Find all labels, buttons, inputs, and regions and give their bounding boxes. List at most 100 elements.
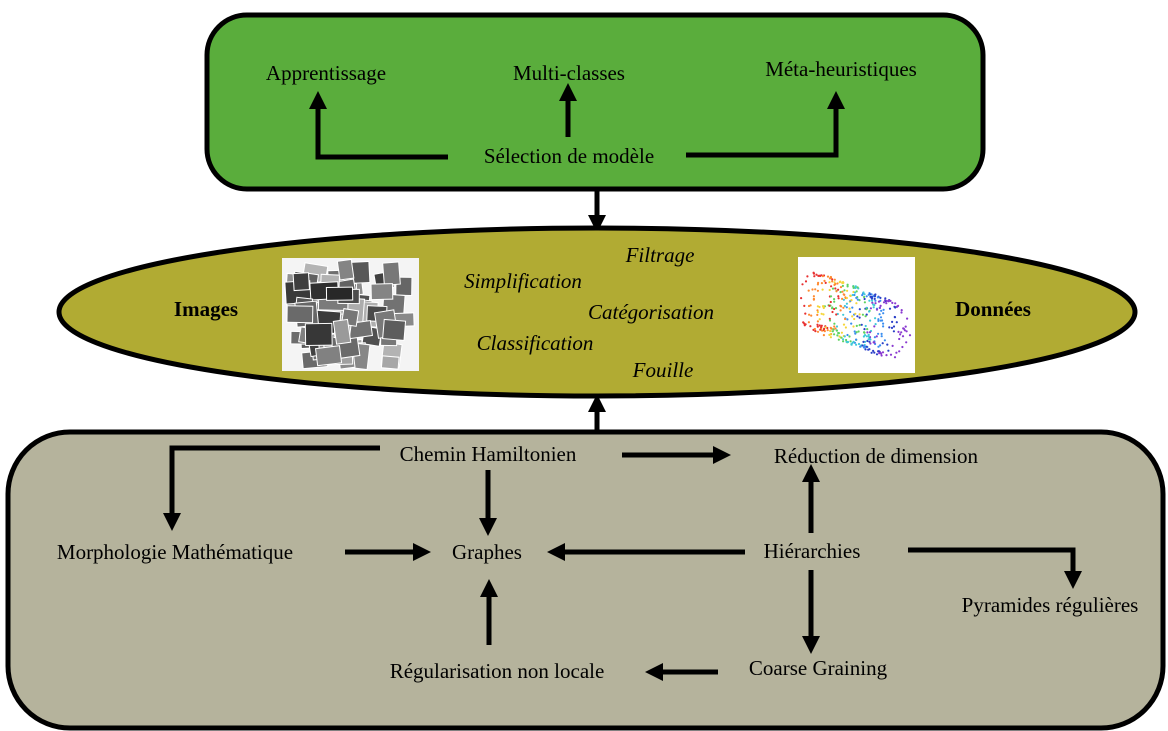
- point-cloud-dot: [829, 336, 833, 339]
- point-cloud-dot: [823, 279, 826, 282]
- point-cloud-dot: [831, 278, 834, 281]
- point-cloud-dot: [835, 290, 838, 293]
- point-cloud-dot: [838, 281, 841, 284]
- point-cloud-dot: [862, 291, 865, 294]
- point-cloud-dot: [819, 274, 822, 278]
- point-cloud-dot: [863, 331, 866, 334]
- point-cloud-dot: [877, 345, 880, 348]
- point-cloud-dot: [809, 325, 812, 328]
- point-cloud-dot: [890, 326, 894, 329]
- image-collage-thumbnail: [282, 258, 419, 371]
- point-cloud-dot: [823, 330, 826, 333]
- point-cloud-dot: [821, 275, 825, 278]
- point-cloud-dot: [863, 297, 866, 301]
- point-cloud-dot: [846, 318, 849, 321]
- point-cloud-dot: [828, 288, 831, 292]
- point-cloud-dot: [816, 313, 819, 316]
- point-cloud-dot: [842, 323, 846, 326]
- point-cloud-dot: [841, 297, 844, 300]
- point-cloud-dot: [896, 305, 899, 308]
- point-cloud-dot: [846, 285, 849, 288]
- point-cloud-dot: [894, 302, 897, 305]
- coarse-graining-label: Coarse Graining: [749, 656, 888, 680]
- pyramides-label: Pyramides régulières: [962, 593, 1139, 617]
- point-cloud-dot: [807, 321, 811, 324]
- point-cloud-dot: [826, 329, 829, 332]
- point-cloud-dot: [815, 273, 818, 276]
- collage-tile: [325, 286, 354, 301]
- point-cloud-dot: [834, 287, 837, 290]
- top-panel: [204, 12, 986, 192]
- point-cloud-dot: [873, 297, 876, 300]
- point-cloud-dot: [854, 312, 857, 315]
- point-cloud-dot: [803, 304, 806, 307]
- point-cloud-dot: [857, 330, 860, 333]
- point-cloud-dot: [842, 298, 846, 301]
- point-cloud-dot: [866, 331, 869, 334]
- point-cloud-dot: [898, 337, 901, 341]
- point-cloud-dot: [900, 331, 903, 334]
- point-cloud-dot: [861, 313, 865, 316]
- point-cloud-dot: [833, 283, 836, 286]
- point-cloud-dot: [903, 329, 907, 332]
- task-categorisation: Catégorisation: [588, 300, 714, 324]
- point-cloud-dot: [831, 306, 834, 309]
- point-cloud-dot: [895, 321, 898, 324]
- point-cloud-dot: [853, 293, 856, 297]
- point-cloud-dot: [818, 318, 821, 321]
- point-cloud-dot: [905, 341, 908, 344]
- point-cloud-dot: [846, 283, 849, 286]
- point-cloud-dot: [802, 321, 805, 324]
- point-cloud-dot: [848, 335, 851, 338]
- point-cloud-dot: [861, 344, 864, 347]
- point-cloud-dot: [844, 317, 847, 321]
- point-cloud-dot: [829, 276, 833, 279]
- point-cloud-dot: [859, 345, 862, 348]
- point-cloud-dot: [867, 335, 871, 338]
- arrow-chemin-to-morphologie: [163, 445, 380, 531]
- point-cloud-dot: [820, 312, 823, 315]
- point-cloud-dot: [831, 287, 835, 290]
- point-cloud-dot: [865, 313, 868, 316]
- point-cloud-dot: [853, 330, 856, 333]
- point-cloud-dot: [828, 319, 832, 322]
- point-cloud-dot: [866, 328, 869, 331]
- point-cloud-dot: [865, 345, 868, 348]
- point-cloud-dot: [892, 325, 896, 328]
- point-cloud-dot: [874, 302, 877, 305]
- collage-tile: [286, 305, 314, 324]
- point-cloud-dot: [908, 334, 912, 337]
- point-cloud-dot: [834, 327, 837, 330]
- collage-tile: [382, 261, 401, 286]
- point-cloud-dot: [893, 356, 897, 359]
- point-cloud-dot: [881, 319, 884, 322]
- point-cloud-dot: [873, 295, 877, 298]
- point-cloud-dot: [870, 351, 873, 354]
- point-cloud-dot: [863, 328, 866, 331]
- point-cloud-dot: [851, 315, 854, 318]
- apprentissage-label: Apprentissage: [266, 61, 386, 85]
- point-cloud-dot: [842, 340, 845, 343]
- point-cloud-dot: [864, 348, 867, 351]
- point-cloud-dot: [887, 349, 890, 352]
- point-cloud-dot: [813, 327, 817, 331]
- point-cloud-dot: [842, 306, 845, 309]
- point-cloud-dot: [873, 336, 877, 339]
- point-cloud-dot: [841, 284, 845, 287]
- point-cloud-dot: [882, 322, 885, 325]
- point-cloud-dot: [873, 351, 876, 354]
- point-cloud-dot: [837, 297, 840, 300]
- point-cloud-dot: [840, 331, 844, 334]
- point-cloud-dot: [867, 338, 870, 341]
- point-cloud-dot: [814, 330, 817, 333]
- point-cloud-dot: [884, 297, 887, 300]
- point-cloud-dot: [880, 332, 883, 335]
- point-cloud-dot: [868, 340, 871, 343]
- point-cloud-dot: [852, 340, 855, 343]
- point-cloud-dot: [817, 274, 820, 277]
- point-cloud-dot: [895, 351, 898, 354]
- point-cloud-dot: [824, 326, 827, 329]
- point-cloud-dot: [816, 325, 819, 328]
- point-cloud-dot: [813, 275, 816, 278]
